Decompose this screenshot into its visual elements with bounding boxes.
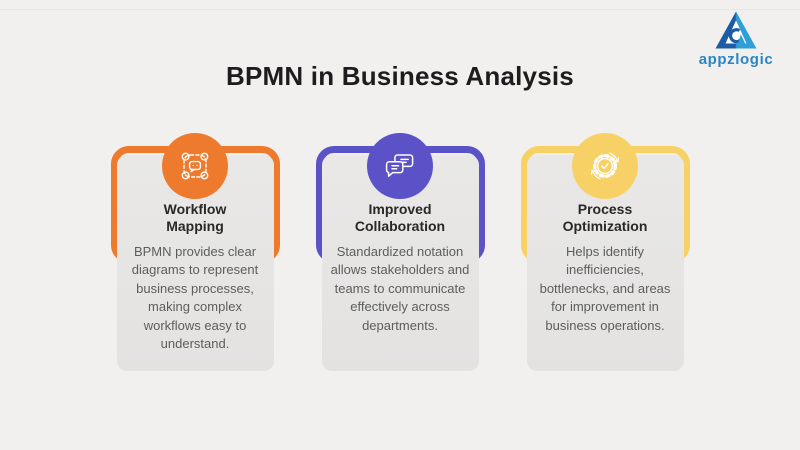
- gear-check-icon: [591, 152, 619, 180]
- card-heading: Process Optimization: [562, 201, 648, 235]
- workflow-diagram-icon: [181, 152, 209, 180]
- brand-logo: appzlogic: [686, 10, 786, 68]
- brand-name: appzlogic: [698, 51, 774, 68]
- card-heading: Workflow Mapping: [163, 201, 227, 235]
- card-workflow-mapping: Workflow Mapping BPMN provides clear dia…: [110, 133, 280, 373]
- card-icon-badge: [162, 133, 228, 199]
- triangle-a-logo-icon: [715, 11, 757, 49]
- card-improved-collaboration: Improved Collaboration Standardized nota…: [315, 133, 485, 373]
- card-heading: Improved Collaboration: [354, 201, 446, 235]
- cards-row: Workflow Mapping BPMN provides clear dia…: [0, 133, 800, 373]
- card-body: BPMN provides clear diagrams to represen…: [131, 243, 259, 351]
- card-icon-badge: [572, 133, 638, 199]
- page-title: BPMN in Business Analysis: [226, 61, 574, 91]
- card-body: Standardized notation allows stakeholder…: [330, 243, 470, 333]
- card-process-optimization: Process Optimization Helps identify inef…: [520, 133, 690, 373]
- card-icon-badge: [367, 133, 433, 199]
- chat-bubbles-icon: [385, 154, 414, 177]
- card-panel: Workflow Mapping BPMN provides clear dia…: [116, 155, 274, 371]
- card-body: Helps identify inefficiencies, bottlenec…: [539, 243, 671, 333]
